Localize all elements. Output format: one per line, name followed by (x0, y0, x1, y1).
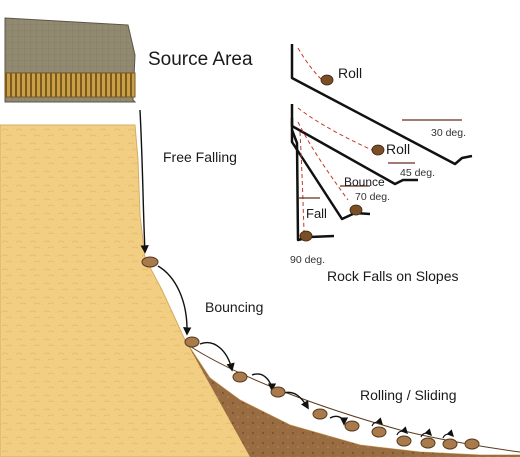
rock (396, 435, 412, 447)
rock (270, 386, 286, 398)
label-angle-45: 45 deg. (400, 167, 435, 179)
bounce-arrow-2 (199, 341, 235, 372)
label-angle-30: 30 deg. (431, 127, 466, 139)
label-rolling-sliding: Rolling / Sliding (360, 387, 457, 403)
slope-90-profile (290, 129, 335, 242)
rock (320, 74, 334, 86)
label-bounce: Bounce (344, 175, 385, 189)
rock (312, 408, 328, 420)
label-angle-90: 90 deg. (290, 254, 325, 266)
rock (371, 426, 387, 438)
rock (420, 437, 436, 449)
label-angle-70: 70 deg. (355, 191, 390, 203)
label-fall: Fall (306, 206, 327, 221)
rock (299, 230, 313, 242)
cliff-body (0, 124, 520, 457)
rock (184, 336, 200, 348)
slope-30-profile (290, 44, 473, 166)
inset-rocks (299, 74, 385, 242)
roll-arrow-2 (329, 415, 349, 426)
rock (442, 438, 458, 450)
bounce-arrow-3 (251, 373, 277, 392)
rock (464, 438, 480, 450)
label-source-area: Source Area (148, 49, 253, 70)
label-roll-second: Roll (386, 141, 410, 157)
label-free-falling: Free Falling (163, 149, 237, 165)
free-fall-arrow (139, 109, 149, 254)
rolling-marks (371, 417, 454, 439)
angle-marks (298, 119, 462, 199)
falling-rocks (141, 256, 480, 450)
cliff-band-stripes (4, 72, 136, 98)
rock (371, 144, 385, 156)
rock (344, 420, 360, 432)
inset-title: Rock Falls on Slopes (327, 268, 459, 284)
roll-arrow-1 (283, 391, 309, 410)
bounce-arrow-1 (157, 265, 192, 336)
inset-trajectories (297, 47, 373, 233)
rock (349, 204, 363, 216)
talus-deposit (188, 345, 520, 457)
rock (141, 256, 159, 268)
label-bouncing: Bouncing (205, 299, 263, 315)
rock (232, 371, 248, 383)
label-roll-top: Roll (338, 65, 362, 81)
